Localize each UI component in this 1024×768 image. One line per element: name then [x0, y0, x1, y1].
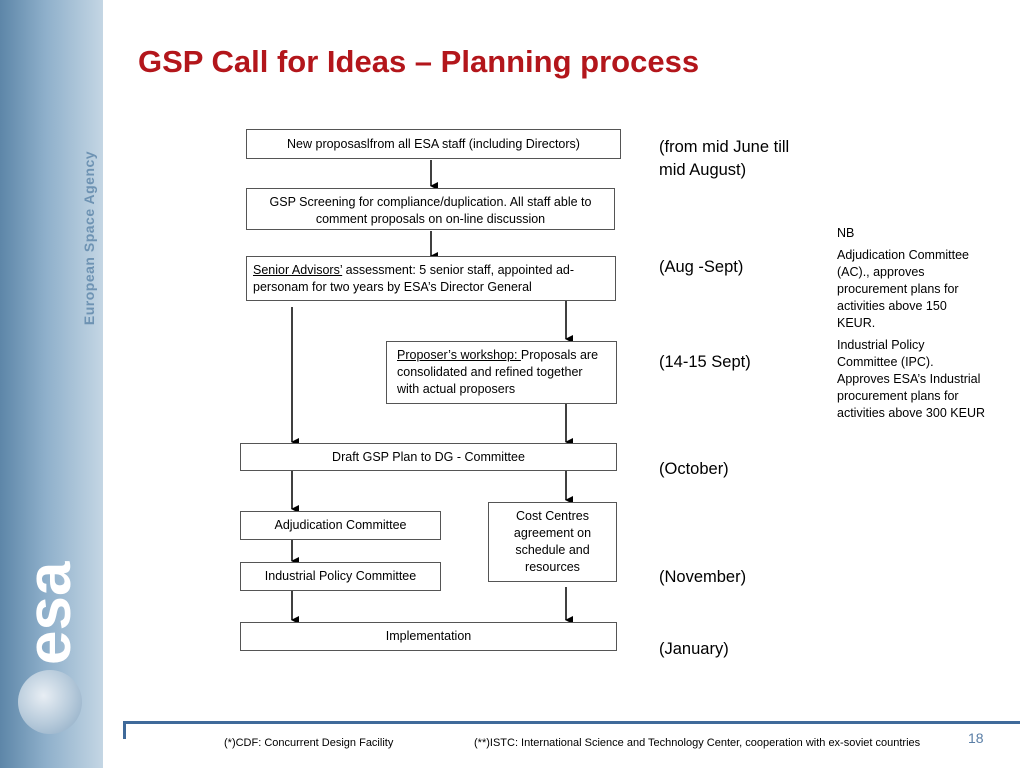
new-proposals-box: New proposaslfrom all ESA staff (includi…	[246, 129, 621, 159]
industrial-policy-text: Industrial Policy Committee	[264, 569, 417, 583]
cost-centres-box: Cost Centres agreement on schedule and r…	[488, 502, 617, 582]
senior-advisors-text: assessment: 5 senior staff, appointed ad…	[253, 263, 575, 294]
adjudication-text: Adjudication Committee	[274, 518, 407, 532]
footnote-istc: (**)ISTC: International Science and Tech…	[474, 737, 921, 749]
footnote-cdf: (*)CDF: Concurrent Design Facility	[224, 737, 394, 749]
timeline-june-august: (from mid June till mid August)	[659, 138, 790, 179]
senior-advisors-link: Senior Advisors’	[253, 263, 343, 277]
implementation-text: Implementation	[385, 629, 472, 643]
page-title: GSP Call for Ideas – Planning process	[138, 44, 700, 79]
screening-box: GSP Screening for compliance/duplication…	[246, 188, 615, 230]
cost-centres-text: Cost Centres agreement on schedule and r…	[513, 509, 592, 574]
proposers-workshop-text: Proposals are consolidated and refined t…	[397, 348, 599, 396]
nb-note: NB Adjudication Committee (AC)., approve…	[837, 225, 987, 427]
timeline-14-15-sept: (14-15 Sept)	[659, 353, 751, 371]
page-number: 18	[968, 730, 984, 746]
esa-logo-icon: esa	[15, 561, 84, 665]
sidebar-banner: European Space Agency esa	[0, 0, 103, 768]
draft-plan-box: Draft GSP Plan to DG - Committee	[240, 443, 617, 471]
proposers-workshop-box: Proposer’s workshop: Proposals are conso…	[386, 341, 617, 404]
adjudication-box: Adjudication Committee	[240, 511, 441, 540]
draft-plan-text: Draft GSP Plan to DG - Committee	[332, 450, 525, 464]
footer-divider-tick	[123, 721, 126, 739]
esa-logo-text: esa	[15, 561, 84, 665]
timeline-january: (January)	[659, 640, 729, 658]
nb-industrial: Industrial Policy Committee (IPC). Appro…	[837, 338, 985, 420]
nb-adjudication: Adjudication Committee (AC)., approves p…	[837, 248, 970, 330]
footer-divider	[123, 721, 1020, 724]
senior-advisors-box: Senior Advisors’ assessment: 5 senior st…	[246, 256, 616, 301]
industrial-policy-box: Industrial Policy Committee	[240, 562, 441, 591]
new-proposals-text: New proposaslfrom all ESA staff (includi…	[287, 137, 580, 151]
nb-heading: NB	[837, 226, 855, 240]
proposers-workshop-link: Proposer’s workshop:	[397, 348, 521, 362]
globe-icon	[18, 670, 82, 734]
timeline-aug-sept: (Aug -Sept)	[659, 258, 744, 276]
timeline-october: (October)	[659, 460, 729, 478]
screening-text: GSP Screening for compliance/duplication…	[269, 195, 592, 226]
implementation-box: Implementation	[240, 622, 617, 651]
timeline-november: (November)	[659, 568, 747, 586]
